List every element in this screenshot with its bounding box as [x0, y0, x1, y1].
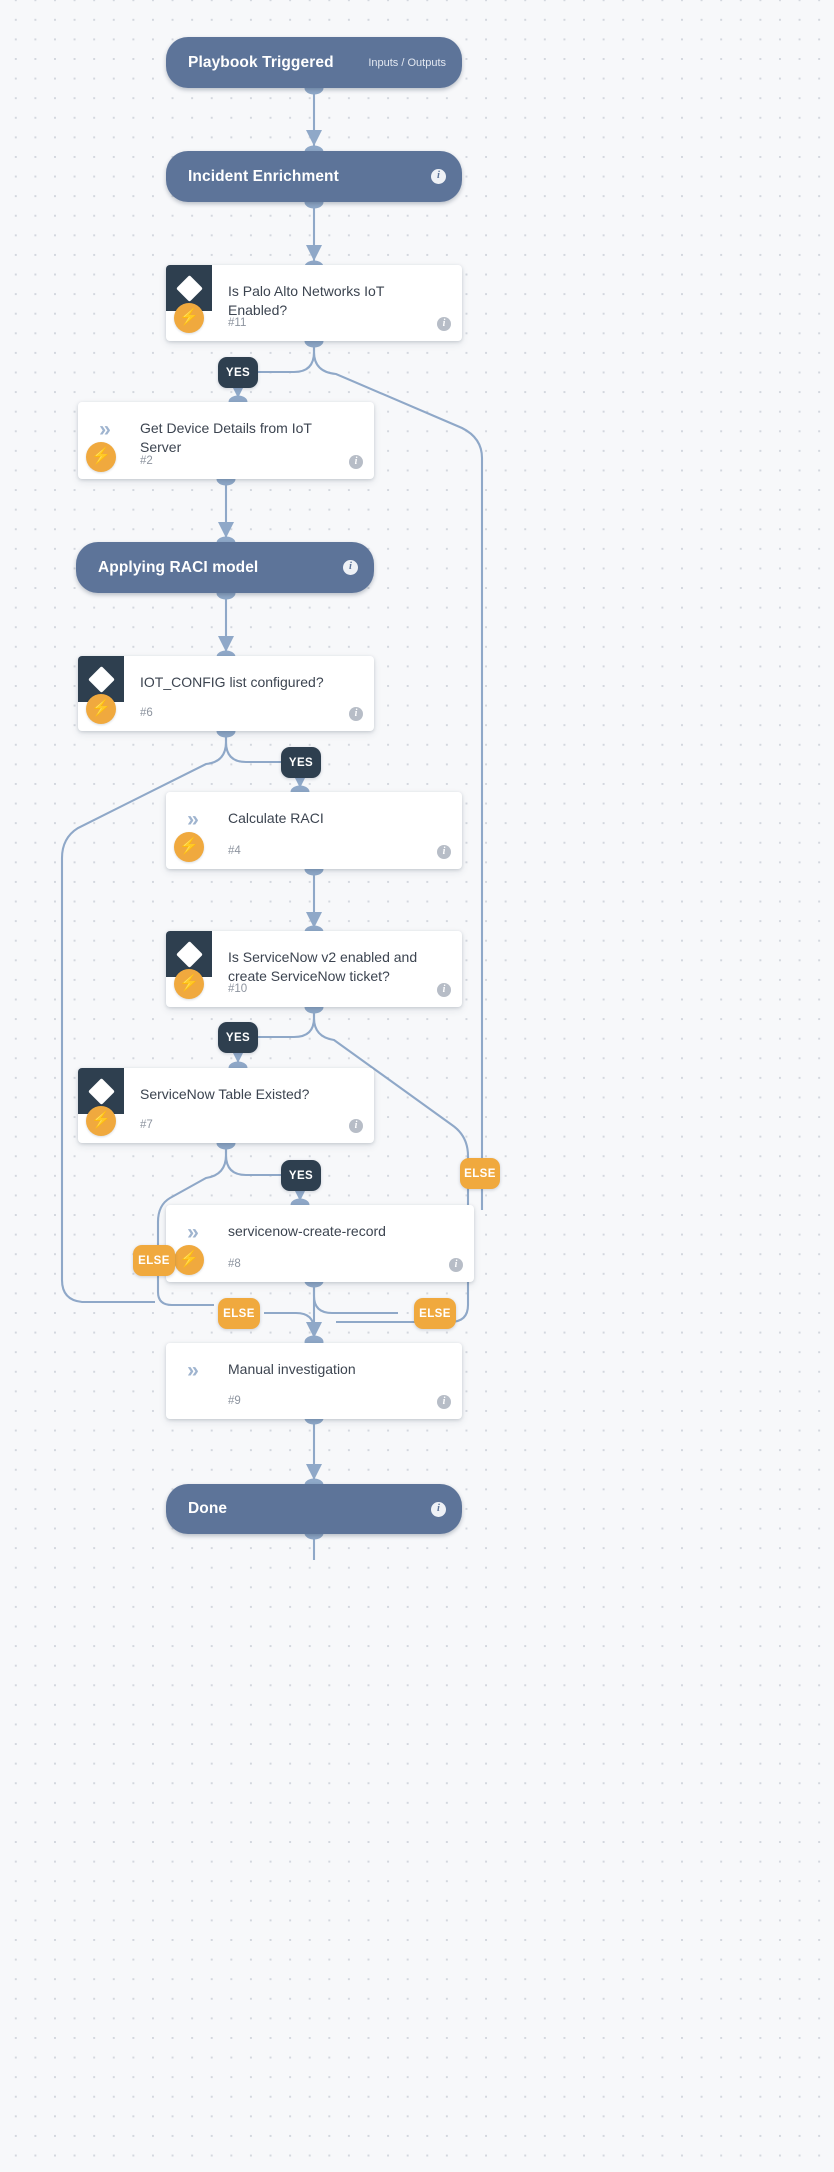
badge-else-iot-enabled[interactable]: ELSE — [460, 1158, 500, 1189]
lightning-icon: ⚡ — [174, 969, 204, 999]
chevron-double-right-icon: » — [187, 1220, 199, 1244]
node-label: Calculate RACI — [228, 810, 324, 826]
chevron-double-right-icon: » — [99, 417, 111, 441]
info-icon[interactable]: i — [437, 317, 451, 331]
node-number: #11 — [228, 317, 247, 329]
node-servicenow-create-record[interactable]: » ⚡ servicenow-create-record #8 i — [166, 1205, 474, 1282]
info-icon[interactable]: i — [437, 983, 451, 997]
node-is-palo-alto-iot-enabled[interactable]: ⚡ Is Palo Alto Networks IoT Enabled? #11… — [166, 265, 462, 341]
info-icon[interactable]: i — [431, 169, 446, 184]
inputs-outputs-group[interactable]: Inputs / Outputs — [368, 57, 446, 69]
info-icon[interactable]: i — [349, 455, 363, 469]
chevron-double-right-icon: » — [187, 1358, 199, 1382]
node-done[interactable]: Done i — [166, 1484, 462, 1534]
info-icon[interactable]: i — [349, 707, 363, 721]
node-label: Get Device Details from IoT Server — [140, 420, 312, 455]
badge-yes-servicenow-table[interactable]: YES — [281, 1160, 321, 1191]
node-label: Applying RACI model — [98, 558, 259, 576]
node-number: #7 — [140, 1119, 153, 1131]
node-iot-config-list-configured[interactable]: ⚡ IOT_CONFIG list configured? #6 i — [78, 656, 374, 731]
badge-else-servicenow-table[interactable]: ELSE — [133, 1245, 175, 1276]
node-applying-raci-model[interactable]: Applying RACI model i — [76, 542, 374, 593]
badge-else-iot-config[interactable]: ELSE — [218, 1298, 260, 1329]
chevron-double-right-icon: » — [187, 807, 199, 831]
node-actions[interactable]: i — [431, 1501, 446, 1517]
node-number: #9 — [228, 1395, 241, 1407]
info-icon[interactable]: i — [343, 560, 358, 575]
info-icon[interactable]: i — [437, 845, 451, 859]
node-manual-investigation[interactable]: » Manual investigation #9 i — [166, 1343, 462, 1419]
info-icon[interactable]: i — [431, 1501, 446, 1517]
badge-else-servicenow-v2[interactable]: ELSE — [414, 1298, 456, 1329]
info-icon[interactable]: i — [349, 1119, 363, 1133]
node-playbook-triggered[interactable]: Playbook Triggered Inputs / Outputs — [166, 37, 462, 88]
node-label: Playbook Triggered — [188, 53, 334, 71]
node-get-device-details[interactable]: » ⚡ Get Device Details from IoT Server #… — [78, 402, 374, 479]
node-calculate-raci[interactable]: » ⚡ Calculate RACI #4 i — [166, 792, 462, 869]
node-label: Done — [188, 1500, 228, 1517]
node-label: Incident Enrichment — [188, 167, 339, 185]
node-label: Is Palo Alto Networks IoT Enabled? — [228, 283, 385, 318]
badge-yes-iot-config[interactable]: YES — [281, 747, 321, 778]
lightning-icon: ⚡ — [86, 694, 116, 724]
node-is-servicenow-v2-enabled[interactable]: ⚡ Is ServiceNow v2 enabled and create Se… — [166, 931, 462, 1007]
node-label: IOT_CONFIG list configured? — [140, 674, 324, 690]
node-number: #8 — [228, 1258, 241, 1270]
node-actions[interactable]: i — [343, 560, 358, 575]
node-label: Is ServiceNow v2 enabled and create Serv… — [228, 949, 418, 984]
node-number: #10 — [228, 983, 248, 995]
node-label: ServiceNow Table Existed? — [140, 1086, 310, 1102]
node-number: #4 — [228, 845, 241, 857]
node-incident-enrichment[interactable]: Incident Enrichment i — [166, 151, 462, 202]
lightning-icon: ⚡ — [86, 1106, 116, 1136]
lightning-icon: ⚡ — [174, 832, 204, 862]
badge-yes-iot-enabled[interactable]: YES — [218, 357, 258, 388]
node-servicenow-table-existed[interactable]: ⚡ ServiceNow Table Existed? #7 i — [78, 1068, 374, 1143]
inputs-outputs-label[interactable]: Inputs / Outputs — [368, 56, 446, 69]
node-number: #2 — [140, 455, 153, 467]
node-label: servicenow-create-record — [228, 1223, 386, 1239]
lightning-icon: ⚡ — [174, 1245, 204, 1275]
node-actions[interactable]: i — [431, 169, 446, 184]
info-icon[interactable]: i — [449, 1258, 463, 1272]
node-label: Manual investigation — [228, 1361, 356, 1377]
badge-yes-servicenow-v2[interactable]: YES — [218, 1022, 258, 1053]
node-number: #6 — [140, 707, 153, 719]
lightning-icon: ⚡ — [86, 442, 116, 472]
lightning-icon: ⚡ — [174, 303, 204, 333]
info-icon[interactable]: i — [437, 1395, 451, 1409]
